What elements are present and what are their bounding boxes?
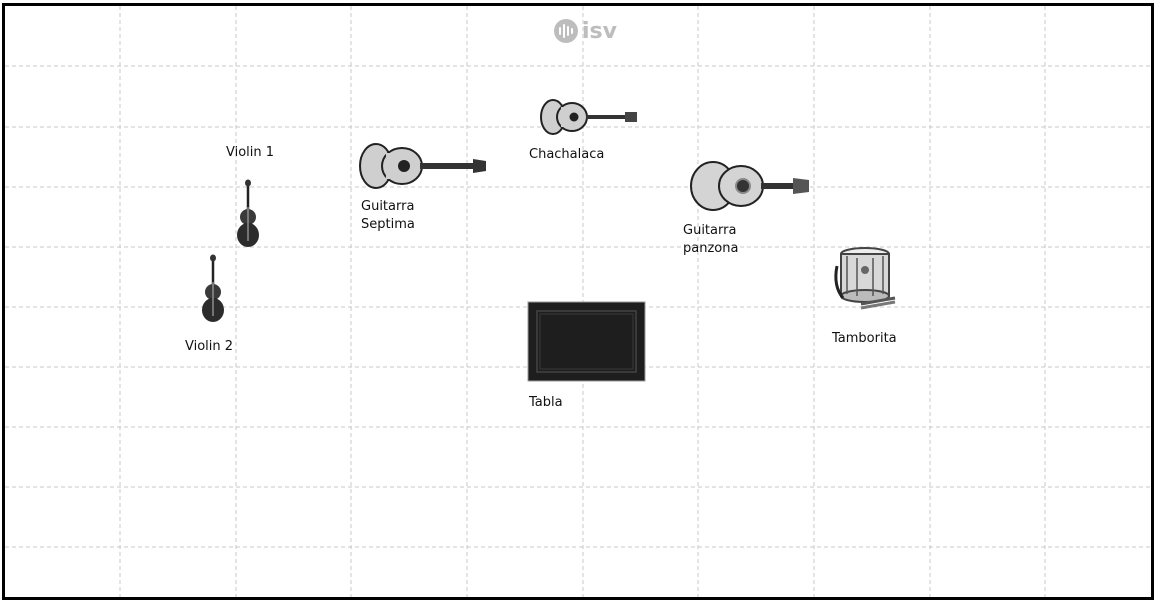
tabla-board-icon[interactable] (527, 301, 646, 382)
guitarra-septima-label-line2: Septima (361, 217, 415, 232)
tabla-label: Tabla (529, 395, 563, 410)
violin-2-label: Violin 2 (185, 339, 234, 354)
dashed-grid (5, 6, 1151, 597)
guitarra-septima-icon[interactable] (358, 141, 488, 191)
guitarra-panzona-label-line1: Guitarra (683, 223, 737, 238)
logo-text: isv (582, 18, 617, 44)
guitarra-septima-label-line1: Guitarra (361, 199, 415, 214)
chachalaca-label: Chachalaca (529, 147, 605, 162)
tamborita-label: Tamborita (832, 331, 897, 346)
violin-1-label: Violin 1 (226, 145, 275, 160)
stage-board: isv (2, 3, 1154, 600)
guitarra-panzona-label-line2: panzona (683, 241, 739, 256)
chachalaca-icon[interactable] (539, 98, 639, 136)
guitarra-panzona-icon[interactable] (689, 158, 811, 214)
violin-2-icon[interactable] (198, 254, 228, 324)
tamborita-icon[interactable] (831, 246, 897, 312)
soundwave-icon (554, 19, 578, 43)
isv-logo: isv (553, 18, 617, 44)
violin-1-icon[interactable] (233, 179, 263, 249)
